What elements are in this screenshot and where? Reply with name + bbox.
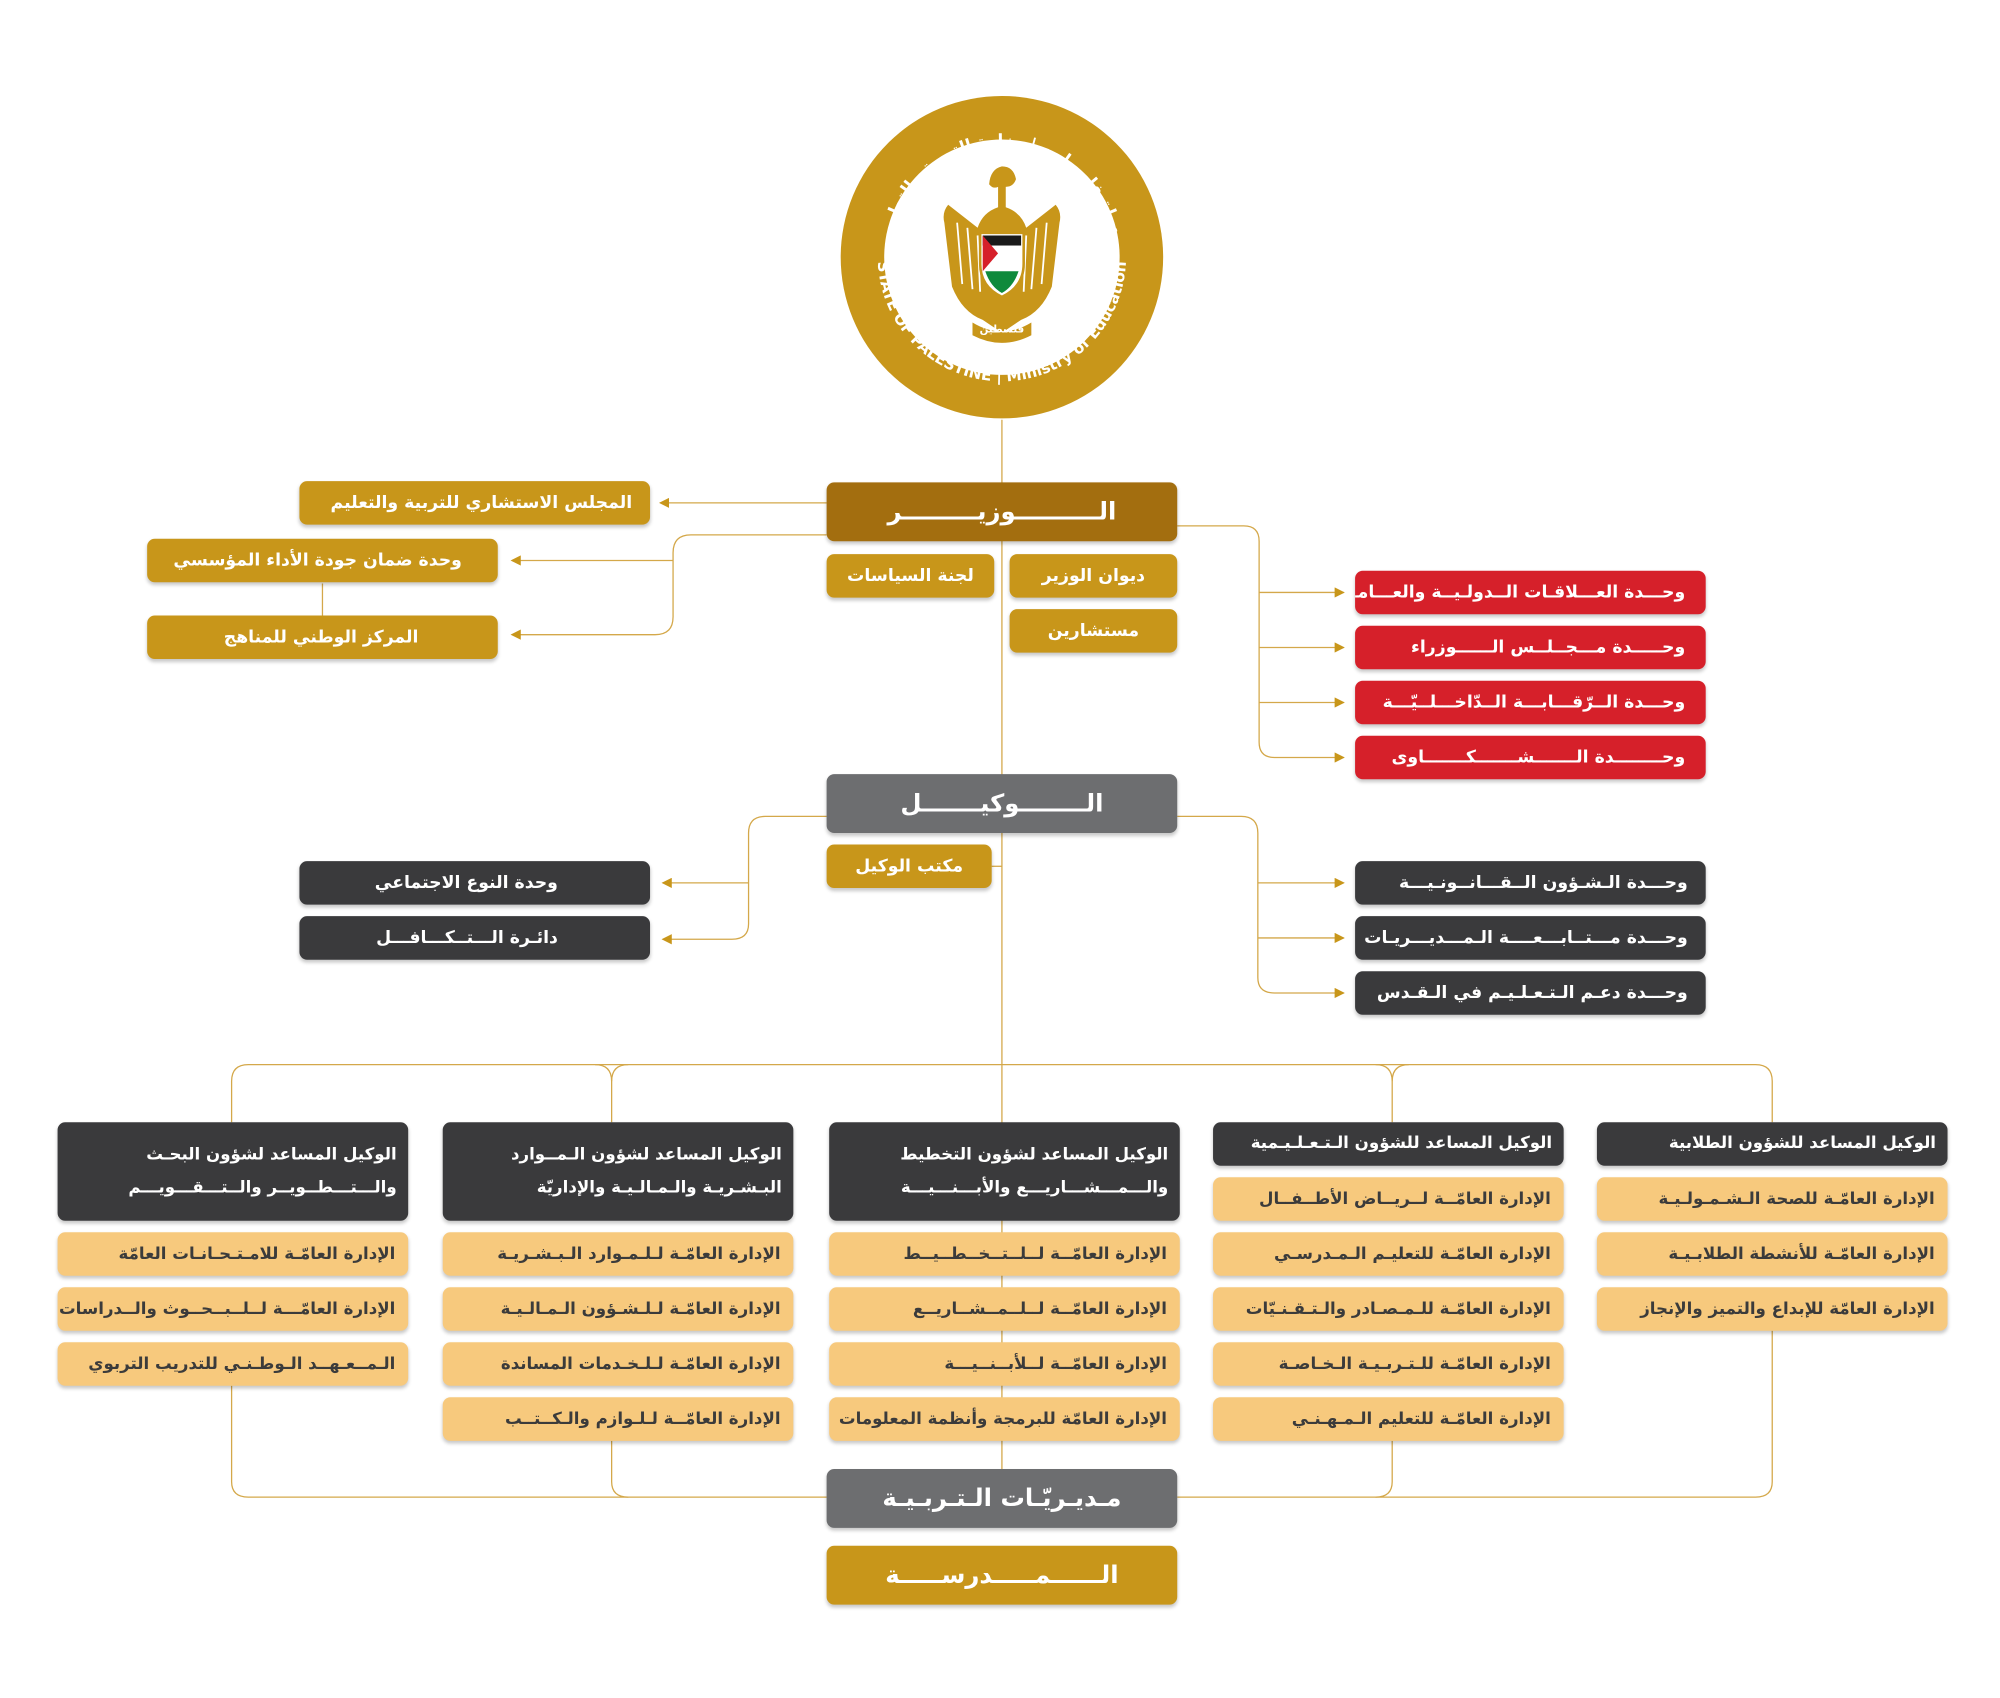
- assistant-planning-head: الوكيل المساعد لشؤون التخطيط والـــمـــش…: [829, 1122, 1180, 1221]
- assistant-research-title-line1: الوكيل المساعد لشؤون البحـث: [146, 1144, 397, 1164]
- department-item: الإدارة العامّـة لـلـخـدمات المساندة: [442, 1342, 794, 1386]
- school-box: الــــــمـــــدرســـــة: [826, 1545, 1178, 1605]
- advisors-label: مستشارين: [1047, 620, 1140, 642]
- internal-audit-unit-box: وحـــدة الــرّقـــابـــة الــدّاخـــلــي…: [1355, 680, 1706, 725]
- department-item: الإدارة العامّـة لـلـمـوارد الـبـشـريـة: [442, 1232, 794, 1276]
- minister-title: الــــــــــوزيـــــــــر: [887, 497, 1117, 526]
- assistant-educational-title: الوكيل المساعد للشؤون الـتـعـلـيـمية: [1250, 1133, 1553, 1153]
- department-item: الإدارة العامّـة للامـتـحـانـات العامّة: [57, 1232, 409, 1276]
- department-item: الإدارة العامّـة للتعليـم الـمـدرسـي: [1213, 1232, 1564, 1276]
- department-label: الإدارة العامّـة للامـتـحـانـات العامّة: [118, 1244, 396, 1264]
- department-label: الإدارة العامّــة لــريــاض الأطــفــال: [1259, 1189, 1551, 1209]
- department-label: الإدارة العامّـة للأنشطة الطلابـيـة: [1668, 1244, 1935, 1264]
- department-label: الإدارة العامّـــة لــلــبــحــوث والــد…: [58, 1299, 396, 1319]
- advisory-council-label: المجلس الاستشاري للتربية والتعليم: [330, 492, 633, 514]
- department-label: الإدارة العامّـة للصحة الـشـمـولـيـة: [1658, 1189, 1935, 1209]
- quality-unit-label: وحدة ضمان جودة الأداء المؤسسي: [173, 550, 462, 571]
- department-item: الإدارة العامّة للبرمجة وأنظمة المعلومات: [829, 1397, 1180, 1441]
- intl-relations-unit-label: وحـــدة العـــلاقـات الــدولـيــة والعــ…: [1355, 582, 1686, 603]
- department-item: الإدارة العامّــة لــلأبــنــيـــة: [829, 1342, 1180, 1386]
- assistant-students-head: الوكيل المساعد للشؤون الطلابية: [1596, 1122, 1948, 1166]
- jerusalem-support-unit-box: وحـــدة دعـم الـتـعـلـيـم في الـقـدس: [1355, 971, 1706, 1015]
- gender-unit-box: وحدة النوع الاجتماعي: [299, 861, 651, 905]
- assistant-planning-title-line1: الوكيل المساعد لشؤون التخطيط: [900, 1144, 1169, 1164]
- department-item: الإدارة العامّـة للـمـصـادر والـتـقـنـيّ…: [1213, 1287, 1564, 1331]
- department-label: الإدارة العامّــة لــلــتــخــطــيــط: [903, 1244, 1167, 1264]
- advisors-box: مستشارين: [1009, 609, 1178, 653]
- deputy-box: الــــــــوكيـــــــل: [826, 774, 1178, 834]
- department-label: الإدارة العامّــة لـلـوازم والـكــتــب: [504, 1409, 781, 1429]
- department-label: الإدارة العامّـة للـمـصـادر والـتـقـنـيّ…: [1245, 1299, 1551, 1319]
- school-label: الــــــمـــــدرســـــة: [885, 1561, 1119, 1590]
- emblem-scroll-text: فلسطين: [980, 325, 1025, 336]
- department-item: الإدارة العامّـة للـتـربـيـة الـخـاصـة: [1213, 1342, 1564, 1386]
- deputy-office-box: مكتب الوكيل: [826, 844, 992, 889]
- department-label: الإدارة العامّـة للـتـربـيـة الـخـاصـة: [1278, 1354, 1551, 1374]
- legal-affairs-unit-box: وحـــدة الـشـؤون الــقـــانــونـيـــة: [1355, 861, 1706, 905]
- complaints-unit-label: وحــــــــدة الـــــــشـــــــكـــــــاو…: [1391, 747, 1686, 768]
- assistant-resources-head: الوكيل المساعد لشؤون الـمــوارد البـشـري…: [442, 1122, 794, 1221]
- solidarity-dept-box: دائـرة الـــتــكـــافـــل: [299, 916, 651, 960]
- directorates-label: مـديـريّـات الـتـربـيـة: [882, 1484, 1122, 1513]
- department-item: الـمــعـهــد الـوطـنـي للتدريب التربوي: [57, 1342, 409, 1386]
- department-label: الإدارة العامّــة لــلأبــنــيـــة: [944, 1354, 1167, 1374]
- department-label: الإدارة العامّـة لـلـمـوارد الـبـشـريـة: [497, 1244, 781, 1264]
- department-label: الإدارة العامّـة للتعليـم الـمـدرسـي: [1274, 1244, 1551, 1264]
- eagle-icon: [943, 166, 1061, 343]
- cabinet-unit-box: وحـــــدة مـــجــلــس الــــــوزراء: [1355, 625, 1706, 670]
- palestine-eagle-emblem-icon: دولة فلسطين | وزارة التربية والتعليم STA…: [840, 95, 1164, 419]
- department-label: الـمــعـهــد الـوطـنـي للتدريب التربوي: [88, 1354, 396, 1374]
- cabinet-unit-label: وحـــــدة مـــجــلــس الــــــوزراء: [1411, 637, 1686, 658]
- department-item: الإدارة العامّـــة لــلــبــحــوث والــد…: [57, 1287, 409, 1331]
- directorates-followup-unit-label: وحـــدة مـــتــابـــعــــة الـمـــديـــر…: [1364, 927, 1688, 949]
- department-item: الإدارة العامّــة لــلــمــشــاريــع: [829, 1287, 1180, 1331]
- department-item: الإدارة العامّة للإبداع والتميز والإنجاز: [1596, 1287, 1948, 1331]
- advisory-council-box: المجلس الاستشاري للتربية والتعليم: [299, 481, 651, 525]
- solidarity-dept-label: دائـرة الـــتــكـــافـــل: [376, 927, 558, 949]
- department-item: الإدارة العامّـة للأنشطة الطلابـيـة: [1596, 1232, 1948, 1276]
- department-label: الإدارة العامّــة لــلــمــشــاريــع: [912, 1299, 1167, 1319]
- minister-office-box: ديوان الوزير: [1009, 554, 1178, 598]
- jerusalem-support-unit-label: وحـــدة دعـم الـتـعـلـيـم في الـقـدس: [1376, 982, 1688, 1004]
- legal-affairs-unit-label: وحـــدة الـشـؤون الــقـــانــونـيـــة: [1398, 872, 1688, 894]
- assistant-resources-title-line1: الوكيل المساعد لشؤون الـمــوارد: [510, 1144, 782, 1164]
- department-item: الإدارة العامّــة لــريــاض الأطــفــال: [1213, 1177, 1564, 1221]
- department-label: الإدارة العامّة للبرمجة وأنظمة المعلومات: [838, 1409, 1167, 1429]
- assistant-resources-title-line2: البـشـريـة والـمـالـيـة والإداريّة: [536, 1177, 782, 1198]
- directorates-followup-unit-box: وحـــدة مـــتــابـــعــــة الـمـــديـــر…: [1355, 916, 1706, 960]
- minister-office-label: ديوان الوزير: [1041, 565, 1146, 587]
- department-item: الإدارة العامّــة لــلــتــخــطــيــط: [829, 1232, 1180, 1276]
- department-label: الإدارة العامّة للإبداع والتميز والإنجاز: [1640, 1299, 1935, 1319]
- deputy-title: الــــــــوكيـــــــل: [900, 789, 1104, 818]
- gender-unit-label: وحدة النوع الاجتماعي: [374, 872, 558, 894]
- department-label: الإدارة العامّـة لـلـخـدمات المساندة: [500, 1354, 781, 1374]
- complaints-unit-box: وحــــــــدة الـــــــشـــــــكـــــــاو…: [1355, 735, 1706, 780]
- curriculum-center-box: المركز الوطني للمناهج: [147, 615, 498, 659]
- department-label: الإدارة العامّـة لـلـشـؤون الـمـالـيـة: [500, 1299, 781, 1319]
- policies-committee-label: لجنة السياسات: [847, 565, 974, 587]
- department-item: الإدارة العامّـة لـلـشـؤون الـمـالـيـة: [442, 1287, 794, 1331]
- department-item: الإدارة العامّـة للصحة الـشـمـولـيـة: [1596, 1177, 1948, 1221]
- department-item: الإدارة العامّـة للتعليم الـمـهـنـي: [1213, 1397, 1564, 1441]
- department-label: الإدارة العامّـة للتعليم الـمـهـنـي: [1291, 1409, 1551, 1429]
- quality-unit-box: وحدة ضمان جودة الأداء المؤسسي: [147, 538, 498, 583]
- deputy-office-label: مكتب الوكيل: [855, 856, 964, 877]
- assistant-educational-head: الوكيل المساعد للشؤون الـتـعـلـيـمية: [1213, 1122, 1564, 1166]
- intl-relations-unit-box: وحـــدة العـــلاقـات الــدولـيــة والعــ…: [1355, 570, 1706, 615]
- minister-box: الــــــــــوزيـــــــــر: [826, 482, 1178, 542]
- assistant-planning-title-line2: والـــمـــشـــاريـــع والأبـــنـــيـــة: [900, 1177, 1169, 1198]
- directorates-box: مـديـريّـات الـتـربـيـة: [826, 1468, 1178, 1528]
- assistant-students-title: الوكيل المساعد للشؤون الطلابية: [1668, 1133, 1937, 1153]
- assistant-research-head: الوكيل المساعد لشؤون البحـث والـــتـــطـ…: [57, 1122, 409, 1221]
- department-item: الإدارة العامّــة لـلـوازم والـكــتــب: [442, 1397, 794, 1441]
- policies-committee-box: لجنة السياسات: [826, 554, 995, 598]
- internal-audit-unit-label: وحـــدة الــرّقـــابـــة الــدّاخـــلــي…: [1382, 692, 1686, 713]
- assistant-research-title-line2: والـــتـــطــويــر والــتـــقـــويـــم: [128, 1177, 397, 1198]
- curriculum-center-label: المركز الوطني للمناهج: [223, 626, 419, 648]
- ministry-logo: دولة فلسطين | وزارة التربية والتعليم STA…: [839, 95, 1164, 420]
